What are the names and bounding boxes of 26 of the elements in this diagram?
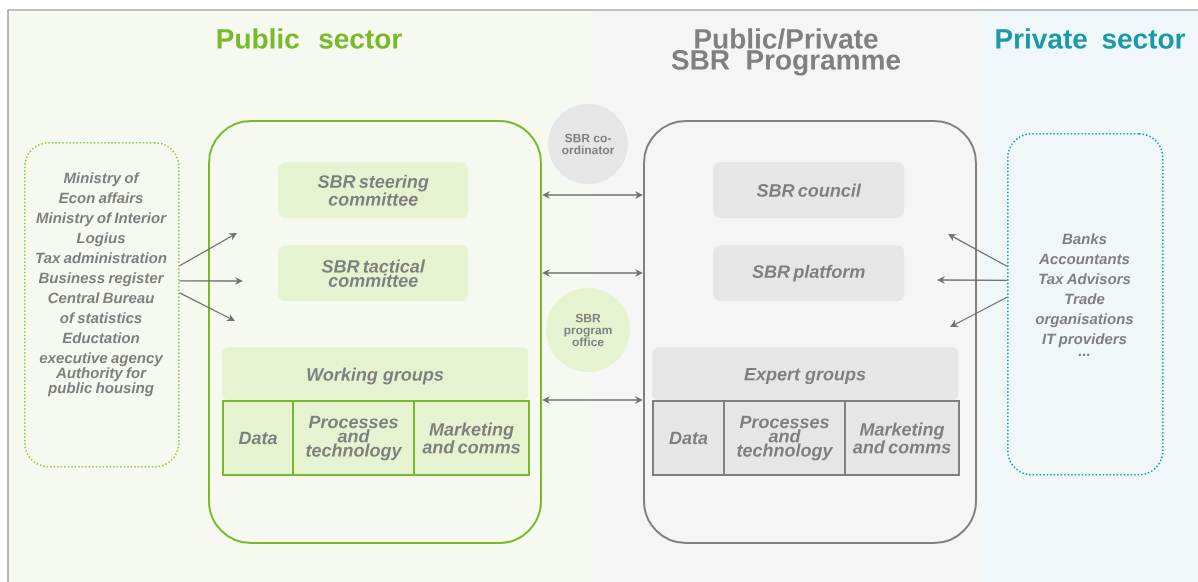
rounded-frame	[208, 120, 542, 544]
node-label: Private sector	[996, 28, 1186, 49]
arrow	[950, 296, 1008, 327]
member-list-box: Ministry of Econ affairs Ministry of Interior Logius Tax administration Business register Central Bureau of statistics Eductation executive agency Authority for public housing	[24, 142, 180, 468]
committee-box: SBR steering committee	[278, 162, 469, 219]
table-cell: Data	[652, 400, 725, 476]
committee-box: SBR platform	[713, 245, 905, 302]
committee-box: SBR council	[713, 162, 905, 219]
table-cell: Marketing and comms	[413, 400, 530, 476]
rounded-frame	[643, 120, 977, 544]
arrow	[178, 292, 235, 321]
arrow	[542, 268, 643, 278]
arrow	[948, 234, 1008, 267]
table-cell: Processes and technology	[292, 400, 415, 476]
arrow	[542, 190, 643, 200]
arrow	[178, 233, 237, 267]
node-label: Public/Private SBR Programme	[671, 28, 901, 76]
table-cell: Processes and technology	[723, 400, 846, 476]
member-list-box: Banks Accountants Tax Advisors Trade organisations IT providers ...	[1007, 133, 1164, 476]
node-label: Working groups	[307, 367, 444, 385]
arrow	[542, 395, 643, 405]
table-cell: Marketing and comms	[844, 400, 960, 476]
table-cell: Data	[222, 400, 294, 476]
node-label: Public sector	[217, 28, 402, 49]
committee-box: SBR tactical committee	[278, 245, 469, 302]
node-label: Expert groups	[744, 367, 866, 385]
